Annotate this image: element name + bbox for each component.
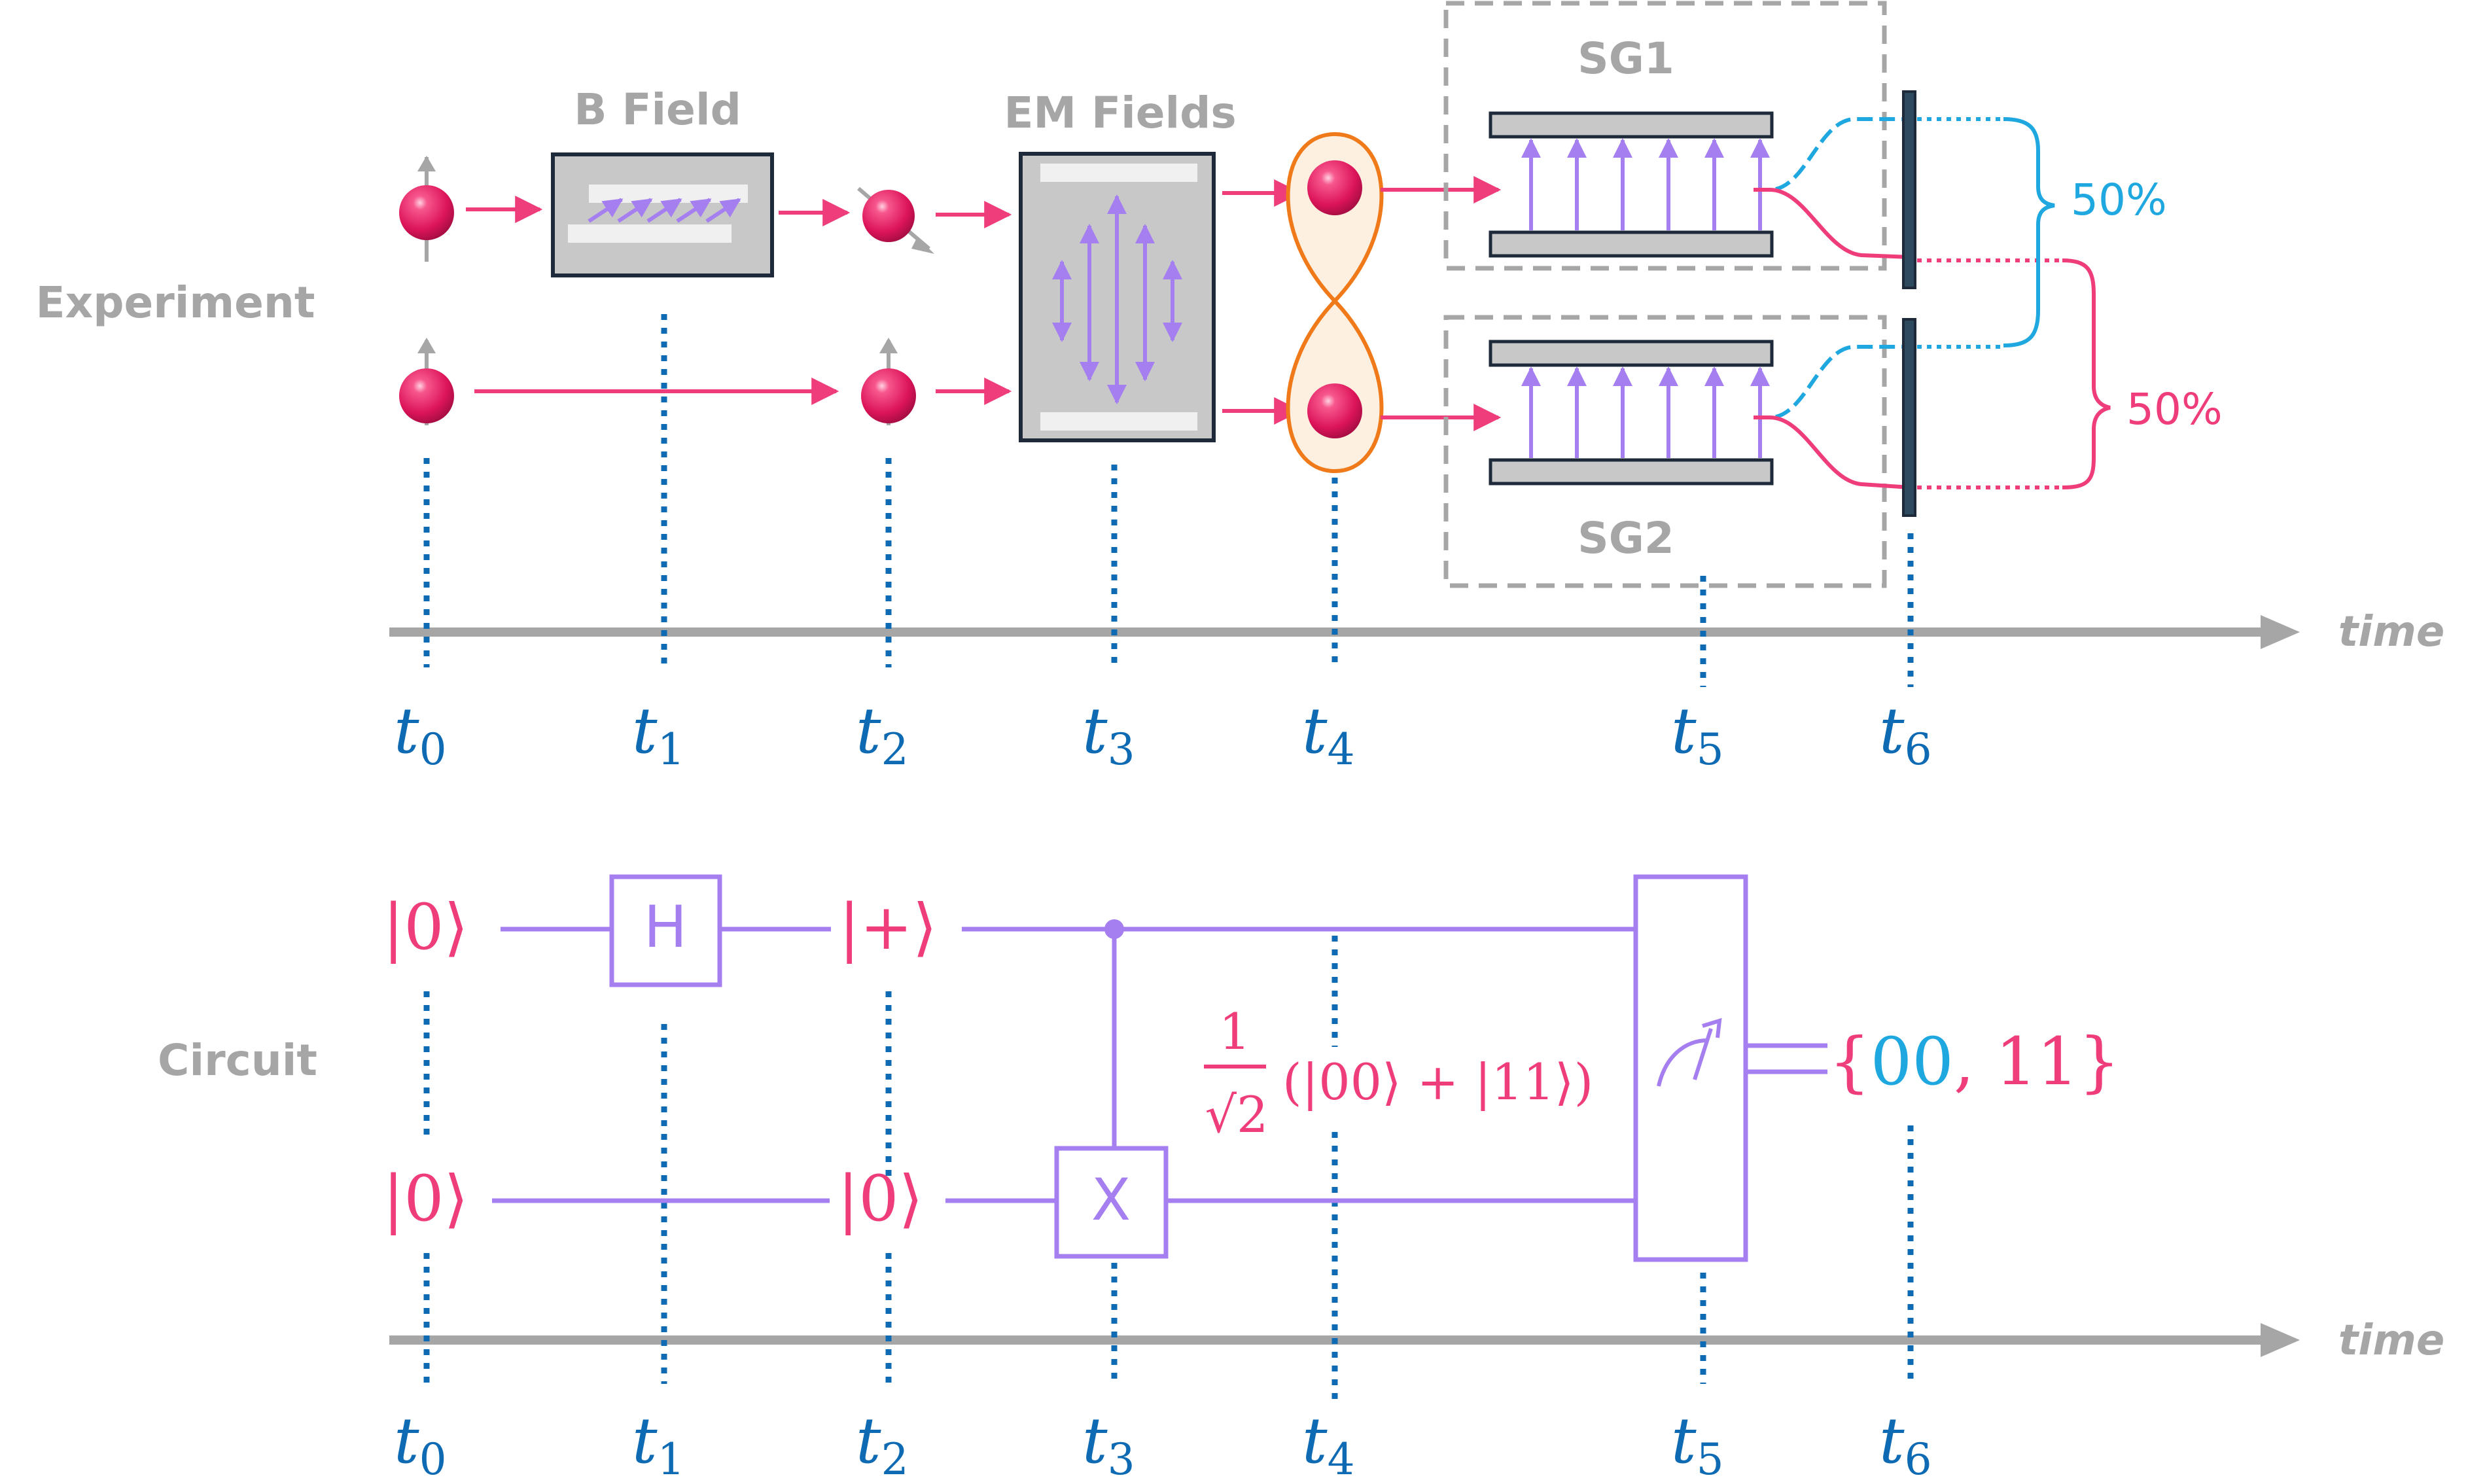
particle-top-t2 [857,186,934,254]
circuit-time-labels: t0 t1 t2 t3 t4 t5 t6 [394,1404,1932,1484]
particle-bottom-t0 [399,338,454,425]
t0-label-top: t0 [394,694,447,775]
circuit-time-axis [389,1323,2300,1357]
bell-state-expression: 1 √2 (|00⟩ + |11⟩) [1204,1002,1593,1144]
circuit-time-axis-label: time [2338,1316,2445,1365]
t4-label-bottom: t4 [1302,1404,1355,1484]
svg-text:X: X [1091,1166,1131,1233]
circuit-row-label: Circuit [158,1035,317,1086]
qubit-wires [492,927,1827,1203]
t1-label-top: t1 [632,694,685,775]
circuit-time-markers [423,936,1914,1400]
brace-cyan [2003,117,2055,347]
t6-label-bottom: t6 [1879,1404,1932,1484]
t3-label-top: t3 [1082,694,1135,775]
upper-percentage: 50% [2071,175,2167,225]
t0-label-bottom: t0 [394,1404,447,1484]
lower-percentage: 50% [2126,384,2223,434]
q0-mid-ket: |+⟩ [839,891,937,964]
particle-top-t0 [399,156,454,262]
particle-bottom-t2 [861,338,916,425]
experiment-row-label: Experiment [36,277,315,328]
sg1-label: SG1 [1578,33,1674,84]
svg-text:1: 1 [1219,1002,1250,1061]
sg2-label: SG2 [1578,513,1674,563]
sg1-split-beams [1754,117,1911,259]
q1-input-ket: |0⟩ [383,1162,468,1235]
experiment-time-labels: t0 t1 t2 t3 t4 t5 t6 [394,694,1932,775]
em-fields-label: EM Fields [1004,88,1236,138]
em-fields-box [1019,152,1216,442]
experiment-time-axis-label: time [2338,608,2445,656]
t2-label-bottom: t2 [856,1404,909,1484]
svg-text:H: H [644,893,687,961]
t6-label-top: t6 [1879,694,1932,775]
svg-text:(|00⟩ + |11⟩): (|00⟩ + |11⟩) [1282,1053,1593,1111]
t5-label-bottom: t5 [1671,1404,1724,1484]
t5-label-top: t5 [1671,694,1724,775]
measurement-gate [1633,874,1748,1262]
cnot-target-x-gate: X [1054,1146,1169,1259]
b-field-label: B Field [574,84,741,135]
sg1-apparatus [1443,1,1887,271]
experiment-time-markers [423,314,1914,687]
t1-label-bottom: t1 [632,1404,685,1484]
t4-label-top: t4 [1302,694,1355,775]
q0-input-ket: |0⟩ [383,891,468,964]
detector-screen-bottom [1902,318,1916,517]
t2-label-top: t2 [856,694,909,775]
svg-text:√2: √2 [1205,1086,1269,1144]
t3-label-bottom: t3 [1082,1404,1135,1484]
sg2-apparatus [1443,315,1887,588]
q1-mid-ket: |0⟩ [837,1162,923,1235]
experiment-time-axis [389,615,2300,649]
b-field-box [551,152,774,277]
measurement-result-set: {00, 11} [1829,1023,2120,1100]
hadamard-gate: H [609,874,722,987]
detector-screen-top [1902,90,1916,289]
brace-pink [2062,258,2111,489]
sg2-split-beams [1754,345,1911,489]
entangled-pair [1286,132,1384,474]
cnot-control-dot [1104,919,1124,939]
